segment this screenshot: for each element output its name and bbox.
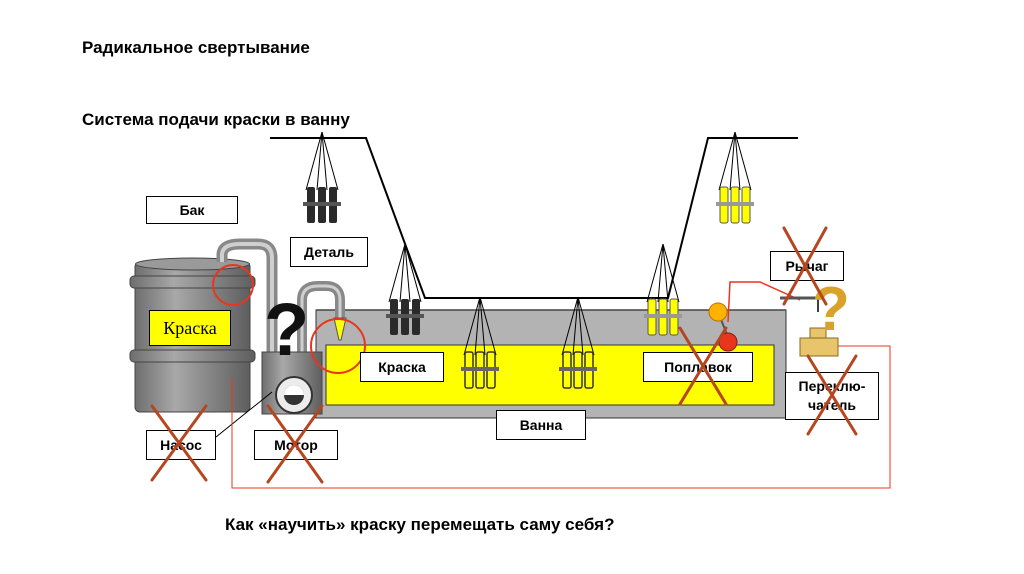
conveyor-track	[270, 137, 798, 299]
label-pump: Насос	[146, 430, 216, 460]
question-mark-motor: ?	[264, 288, 309, 371]
highlight-circle-tank	[212, 264, 254, 306]
part-yellow-2	[715, 131, 755, 224]
control-wire	[231, 345, 891, 489]
label-switch-line1: Переклю-	[798, 378, 866, 394]
slide-subtitle: Система подачи краски в ванну	[82, 110, 350, 129]
part-dark-1	[302, 131, 342, 224]
part-dark-2	[385, 243, 425, 336]
switch-device	[799, 327, 839, 357]
label-bath: Ванна	[496, 410, 586, 440]
label-float: Поплавок	[643, 352, 753, 382]
slide-title: Радикальное свертывание	[82, 38, 310, 57]
highlight-circle-bath	[310, 318, 366, 374]
label-part: Деталь	[290, 237, 368, 267]
label-motor: Мотор	[254, 430, 338, 460]
slide-question: Как «научить» краску перемещать саму себ…	[225, 515, 615, 534]
label-switch-line2: чатель	[807, 397, 857, 413]
label-paint-tank: Краска	[149, 310, 231, 346]
label-paint-bath: Краска	[360, 352, 444, 382]
part-yellow-1	[643, 243, 683, 336]
label-lever: Рычаг	[770, 251, 844, 281]
label-switch: Переклю- чатель	[785, 372, 879, 420]
question-mark-lever: ?	[812, 275, 850, 344]
label-tank: Бак	[146, 196, 238, 224]
